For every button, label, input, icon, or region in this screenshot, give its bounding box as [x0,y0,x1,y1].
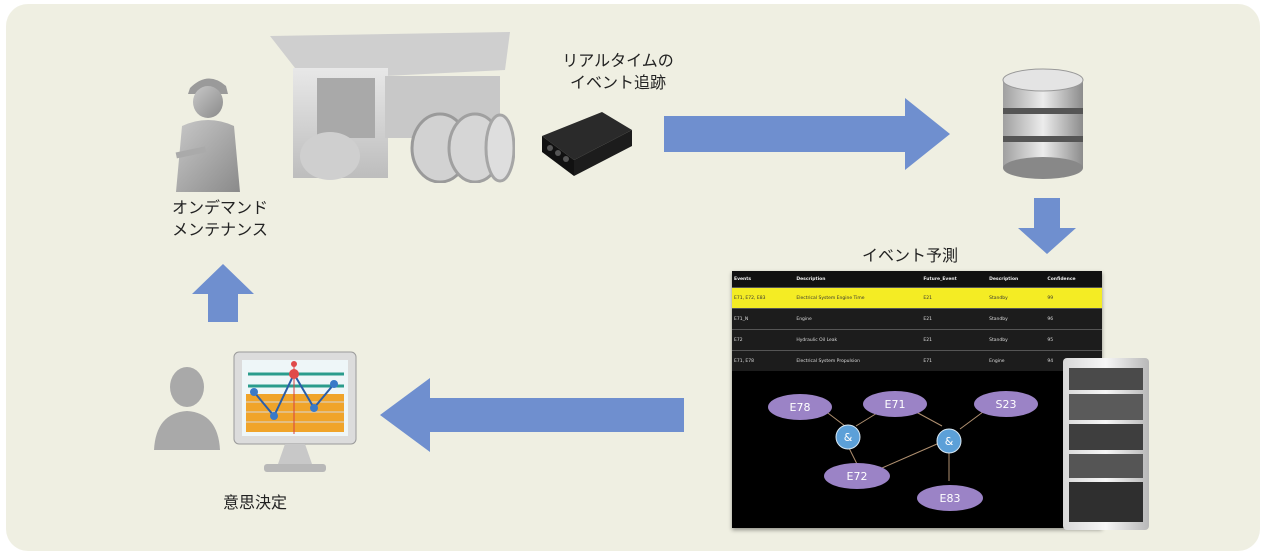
person-icon [154,367,220,450]
node-e71-label: E71 [885,398,906,411]
node-e83-label: E83 [940,492,961,505]
node-s23-label: S23 [996,398,1017,411]
cell: 99 [1045,287,1102,309]
cell: E21 [921,329,988,351]
and-node-1-label: & [844,431,853,444]
node-e78-label: E78 [790,401,811,414]
cell: Engine [987,350,1046,371]
node-e72-label: E72 [847,470,868,483]
cell: E71_N [732,308,795,330]
monitor-chart-icon [233,351,357,472]
prediction-label: イベント予測 [861,246,958,265]
cell: E21 [921,308,988,330]
decision-label: 意思決定 [222,493,287,512]
table-row: E71, E72, E83 Electrical System Engine T… [732,287,1102,309]
and-node-2-label: & [945,435,954,448]
event-table: Events Description Future_Event Descript… [732,271,1102,371]
mining-truck-icon [270,32,515,183]
server-rack-icon [1063,358,1149,530]
maintenance-label: オンデマンド メンテナンス [160,197,280,241]
header-description2: Description [987,271,1046,288]
cell: E71, E72, E83 [732,287,795,309]
arrow-tracker-to-database [664,98,950,170]
node-s23 [974,391,1038,417]
cell: Electrical System Propulsion [794,350,922,371]
table-row: E71, E78 Electrical System Propulsion E7… [732,350,1102,371]
realtime-line1: リアルタイムの [562,51,674,70]
node-e83 [917,485,983,511]
prediction-screenshot: Events Description Future_Event Descript… [732,271,1102,528]
node-e71 [863,391,927,417]
cell: E71 [921,350,988,371]
worker-icon [175,78,240,192]
arrow-database-to-prediction [1018,198,1076,254]
cell: E21 [921,287,988,309]
cell: 95 [1045,329,1102,351]
cell: Engine [794,308,922,330]
node-e78 [768,394,832,420]
maintenance-line1: オンデマンド [171,198,268,217]
cell: E71, E78 [732,350,795,371]
header-confidence: Confidence [1045,271,1102,288]
cell: Standby [987,329,1046,351]
and-node-2 [936,428,962,454]
arrow-prediction-to-decision [380,378,684,452]
database-icon [1002,68,1084,179]
realtime-tracking-label: リアルタイムの イベント追跡 [558,50,678,94]
node-e72 [824,463,890,489]
arrow-decision-to-maintenance [192,264,254,322]
event-graph: E78 E71 S23 E72 E83 & & [768,391,1038,511]
cell: Standby [987,308,1046,330]
header-future-event: Future_Event [921,271,988,288]
maintenance-line2: メンテナンス [172,220,268,239]
cell: E72 [732,329,795,351]
and-node-1 [835,424,861,450]
header-events: Events [732,271,795,288]
cell: Hydraulic Oil Leak [794,329,922,351]
realtime-line2: イベント追跡 [569,73,666,92]
gps-tracker-icon [542,112,632,176]
cell: Standby [987,287,1046,309]
table-row: E71_N Engine E21 Standby 96 [732,308,1102,330]
event-table-header: Events Description Future_Event Descript… [732,271,1102,288]
cell: 96 [1045,308,1102,330]
table-row: E72 Hydraulic Oil Leak E21 Standby 95 [732,329,1102,351]
header-description: Description [794,271,922,288]
cell: Electrical System Engine Time [794,287,922,309]
